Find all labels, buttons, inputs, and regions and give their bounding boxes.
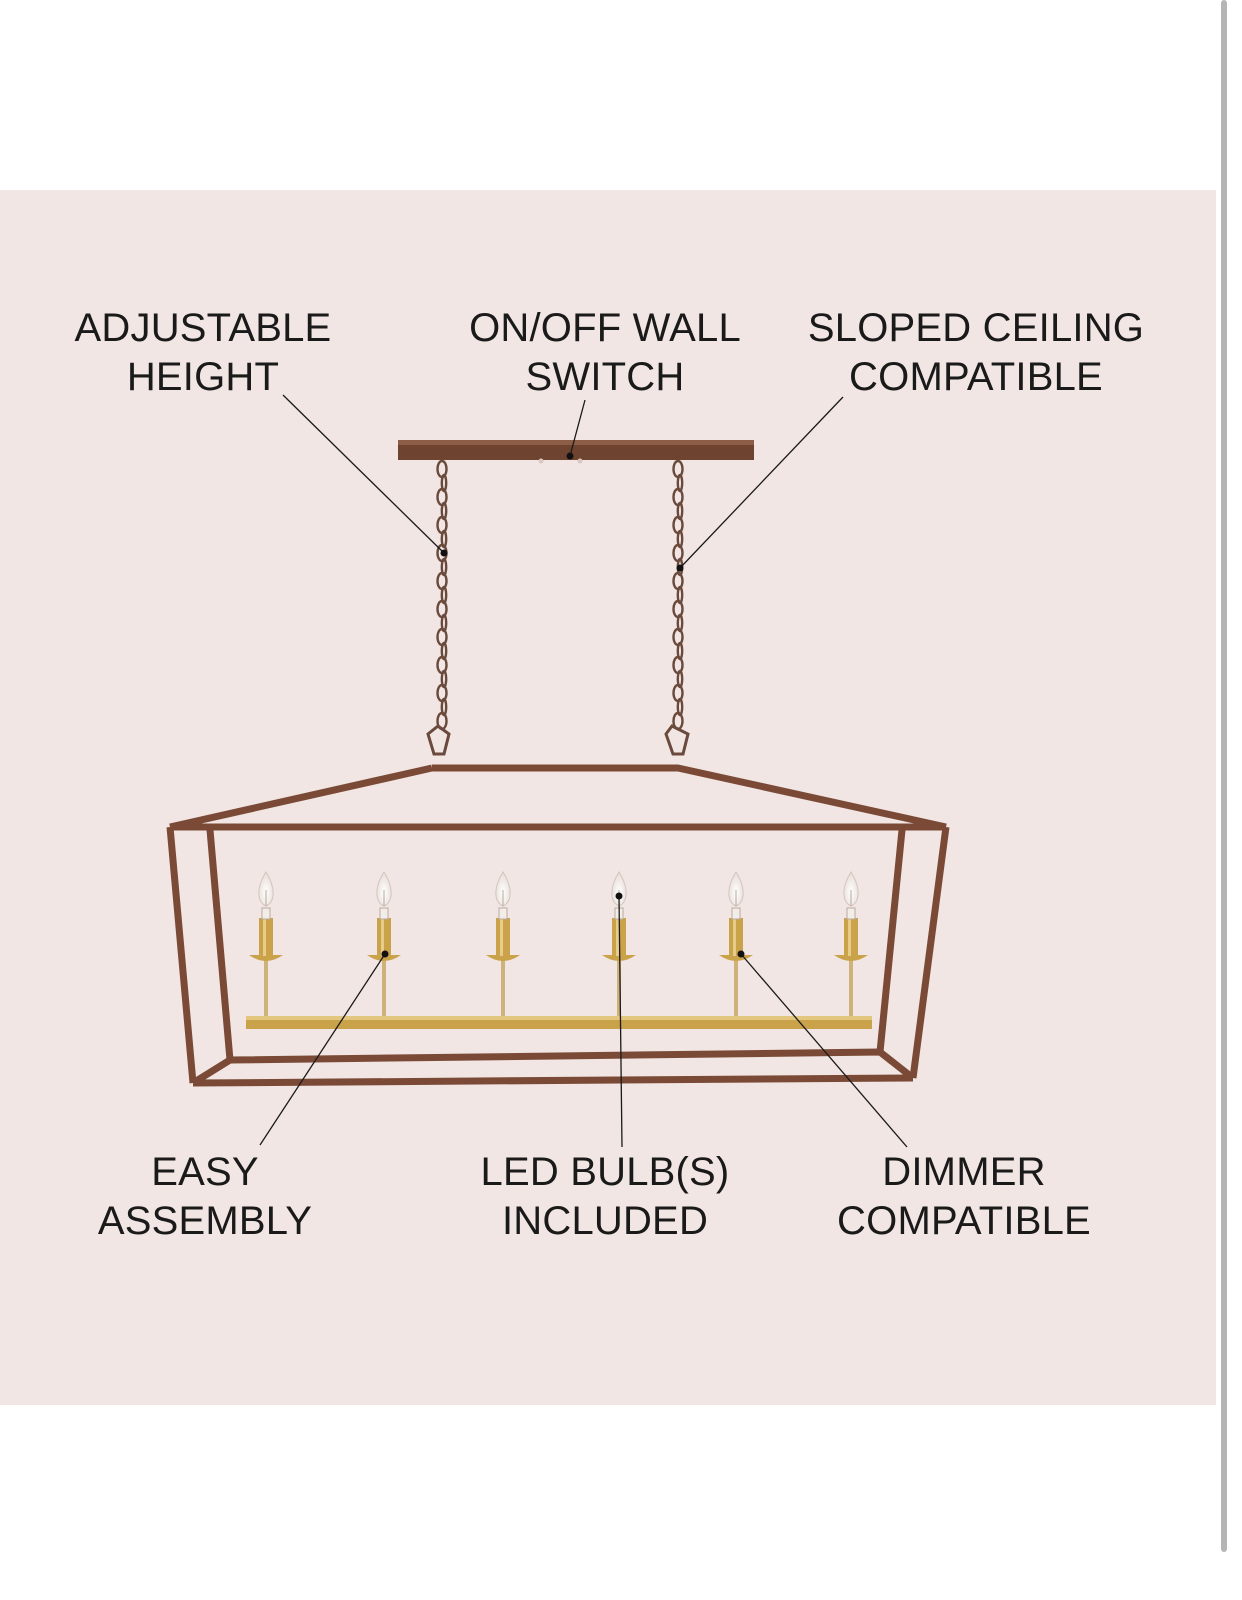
feature-dimmer-line2: COMPATIBLE [837,1199,1091,1243]
scrollbar-thumb[interactable] [1221,0,1227,1552]
infographic-panel [0,190,1216,1405]
feature-led-bulbs-line1: LED BULB(S) [480,1150,730,1194]
candle-arms [249,871,868,1018]
callout-leader-lines [259,394,908,1148]
feature-led-bulbs: LED BULB(S) INCLUDED [460,1148,750,1246]
candle-arm [834,871,868,1018]
callout-dots [381,452,745,958]
feature-wall-switch: ON/OFF WALL SWITCH [450,304,760,402]
scrollbar-track[interactable] [1216,0,1242,1600]
hanging-chains [436,459,684,731]
feature-dimmer: DIMMER COMPATIBLE [820,1148,1108,1246]
brass-support-rods [437,770,680,1018]
brass-bar-highlight [246,1016,872,1020]
ceiling-canopy [398,440,754,464]
candle-arm [249,871,283,1018]
candle-arm [367,871,401,1018]
feature-easy-assembly-line1: EASY [151,1150,259,1194]
feature-sloped-ceiling-line2: COMPATIBLE [849,355,1103,399]
feature-wall-switch-line1: ON/OFF WALL [469,306,741,350]
feature-led-bulbs-line2: INCLUDED [501,1199,709,1243]
feature-adjustable-height-line1: ADJUSTABLE [74,306,332,350]
feature-sloped-ceiling-line1: SLOPED CEILING [807,306,1145,350]
feature-easy-assembly: EASY ASSEMBLY [80,1148,330,1246]
lantern-frame [166,764,950,1087]
feature-wall-switch-line2: SWITCH [525,355,685,399]
feature-adjustable-height-line2: HEIGHT [126,355,280,399]
candle-arm [719,871,753,1018]
feature-easy-assembly-line2: ASSEMBLY [97,1199,313,1243]
candle-arm [486,871,520,1018]
feature-adjustable-height: ADJUSTABLE HEIGHT [60,304,346,402]
feature-dimmer-line1: DIMMER [882,1150,1046,1194]
feature-sloped-ceiling: SLOPED CEILING COMPATIBLE [798,304,1154,402]
hook-loops [426,724,690,756]
